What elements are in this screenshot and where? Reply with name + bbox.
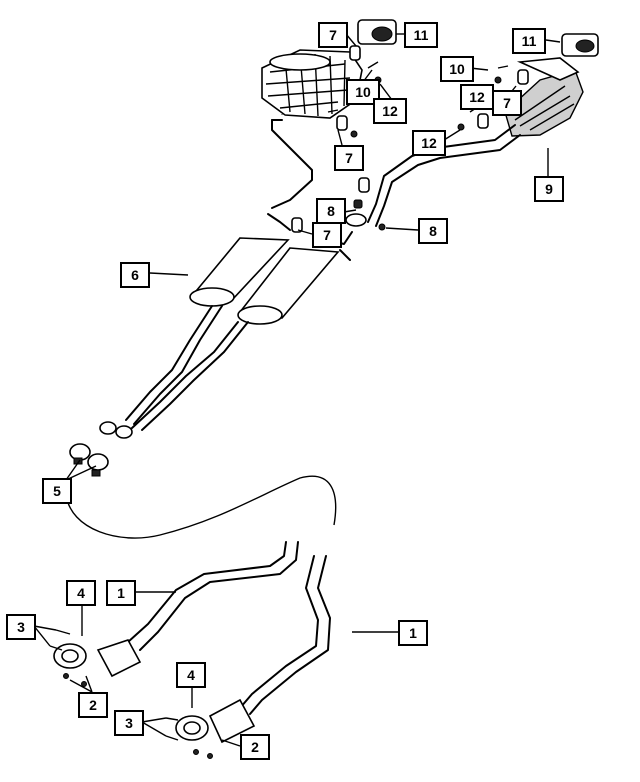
callout-9: 9 xyxy=(534,176,564,202)
manifold-studs xyxy=(49,629,213,759)
callout-12: 12 xyxy=(412,130,446,156)
callout-4: 4 xyxy=(176,662,206,688)
right-intermediate-pipe xyxy=(367,124,521,227)
callout-7: 7 xyxy=(312,222,342,248)
callout-6: 6 xyxy=(120,262,150,288)
callout-1: 1 xyxy=(398,620,428,646)
right-rear-muffler xyxy=(504,57,584,137)
front-exhaust-pipe-left xyxy=(53,541,299,678)
leader-lines xyxy=(33,33,561,747)
callout-12: 12 xyxy=(373,98,407,124)
callout-11: 11 xyxy=(404,22,438,48)
callout-7: 7 xyxy=(334,145,364,171)
crossover-outline xyxy=(65,475,337,539)
callout-12: 12 xyxy=(460,84,494,110)
callout-7: 7 xyxy=(492,90,522,116)
callout-2: 2 xyxy=(240,734,270,760)
callout-3: 3 xyxy=(6,614,36,640)
callout-3: 3 xyxy=(114,710,144,736)
callout-8: 8 xyxy=(316,198,346,224)
front-twin-pipes xyxy=(99,305,249,439)
callout-4: 4 xyxy=(66,580,96,606)
front-exhaust-pipe-right xyxy=(175,555,331,744)
callout-1: 1 xyxy=(106,580,136,606)
callout-7: 7 xyxy=(318,22,348,48)
exhaust-clamps xyxy=(69,443,109,477)
callout-2: 2 xyxy=(78,692,108,718)
callout-5: 5 xyxy=(42,478,72,504)
callout-8: 8 xyxy=(418,218,448,244)
left-intermediate-pipe xyxy=(271,114,328,218)
isolators-and-bolts xyxy=(291,45,529,233)
callout-10: 10 xyxy=(440,56,474,82)
callout-11: 11 xyxy=(512,28,546,54)
exhaust-tip-right xyxy=(561,33,599,57)
exhaust-tip-left xyxy=(357,19,397,45)
